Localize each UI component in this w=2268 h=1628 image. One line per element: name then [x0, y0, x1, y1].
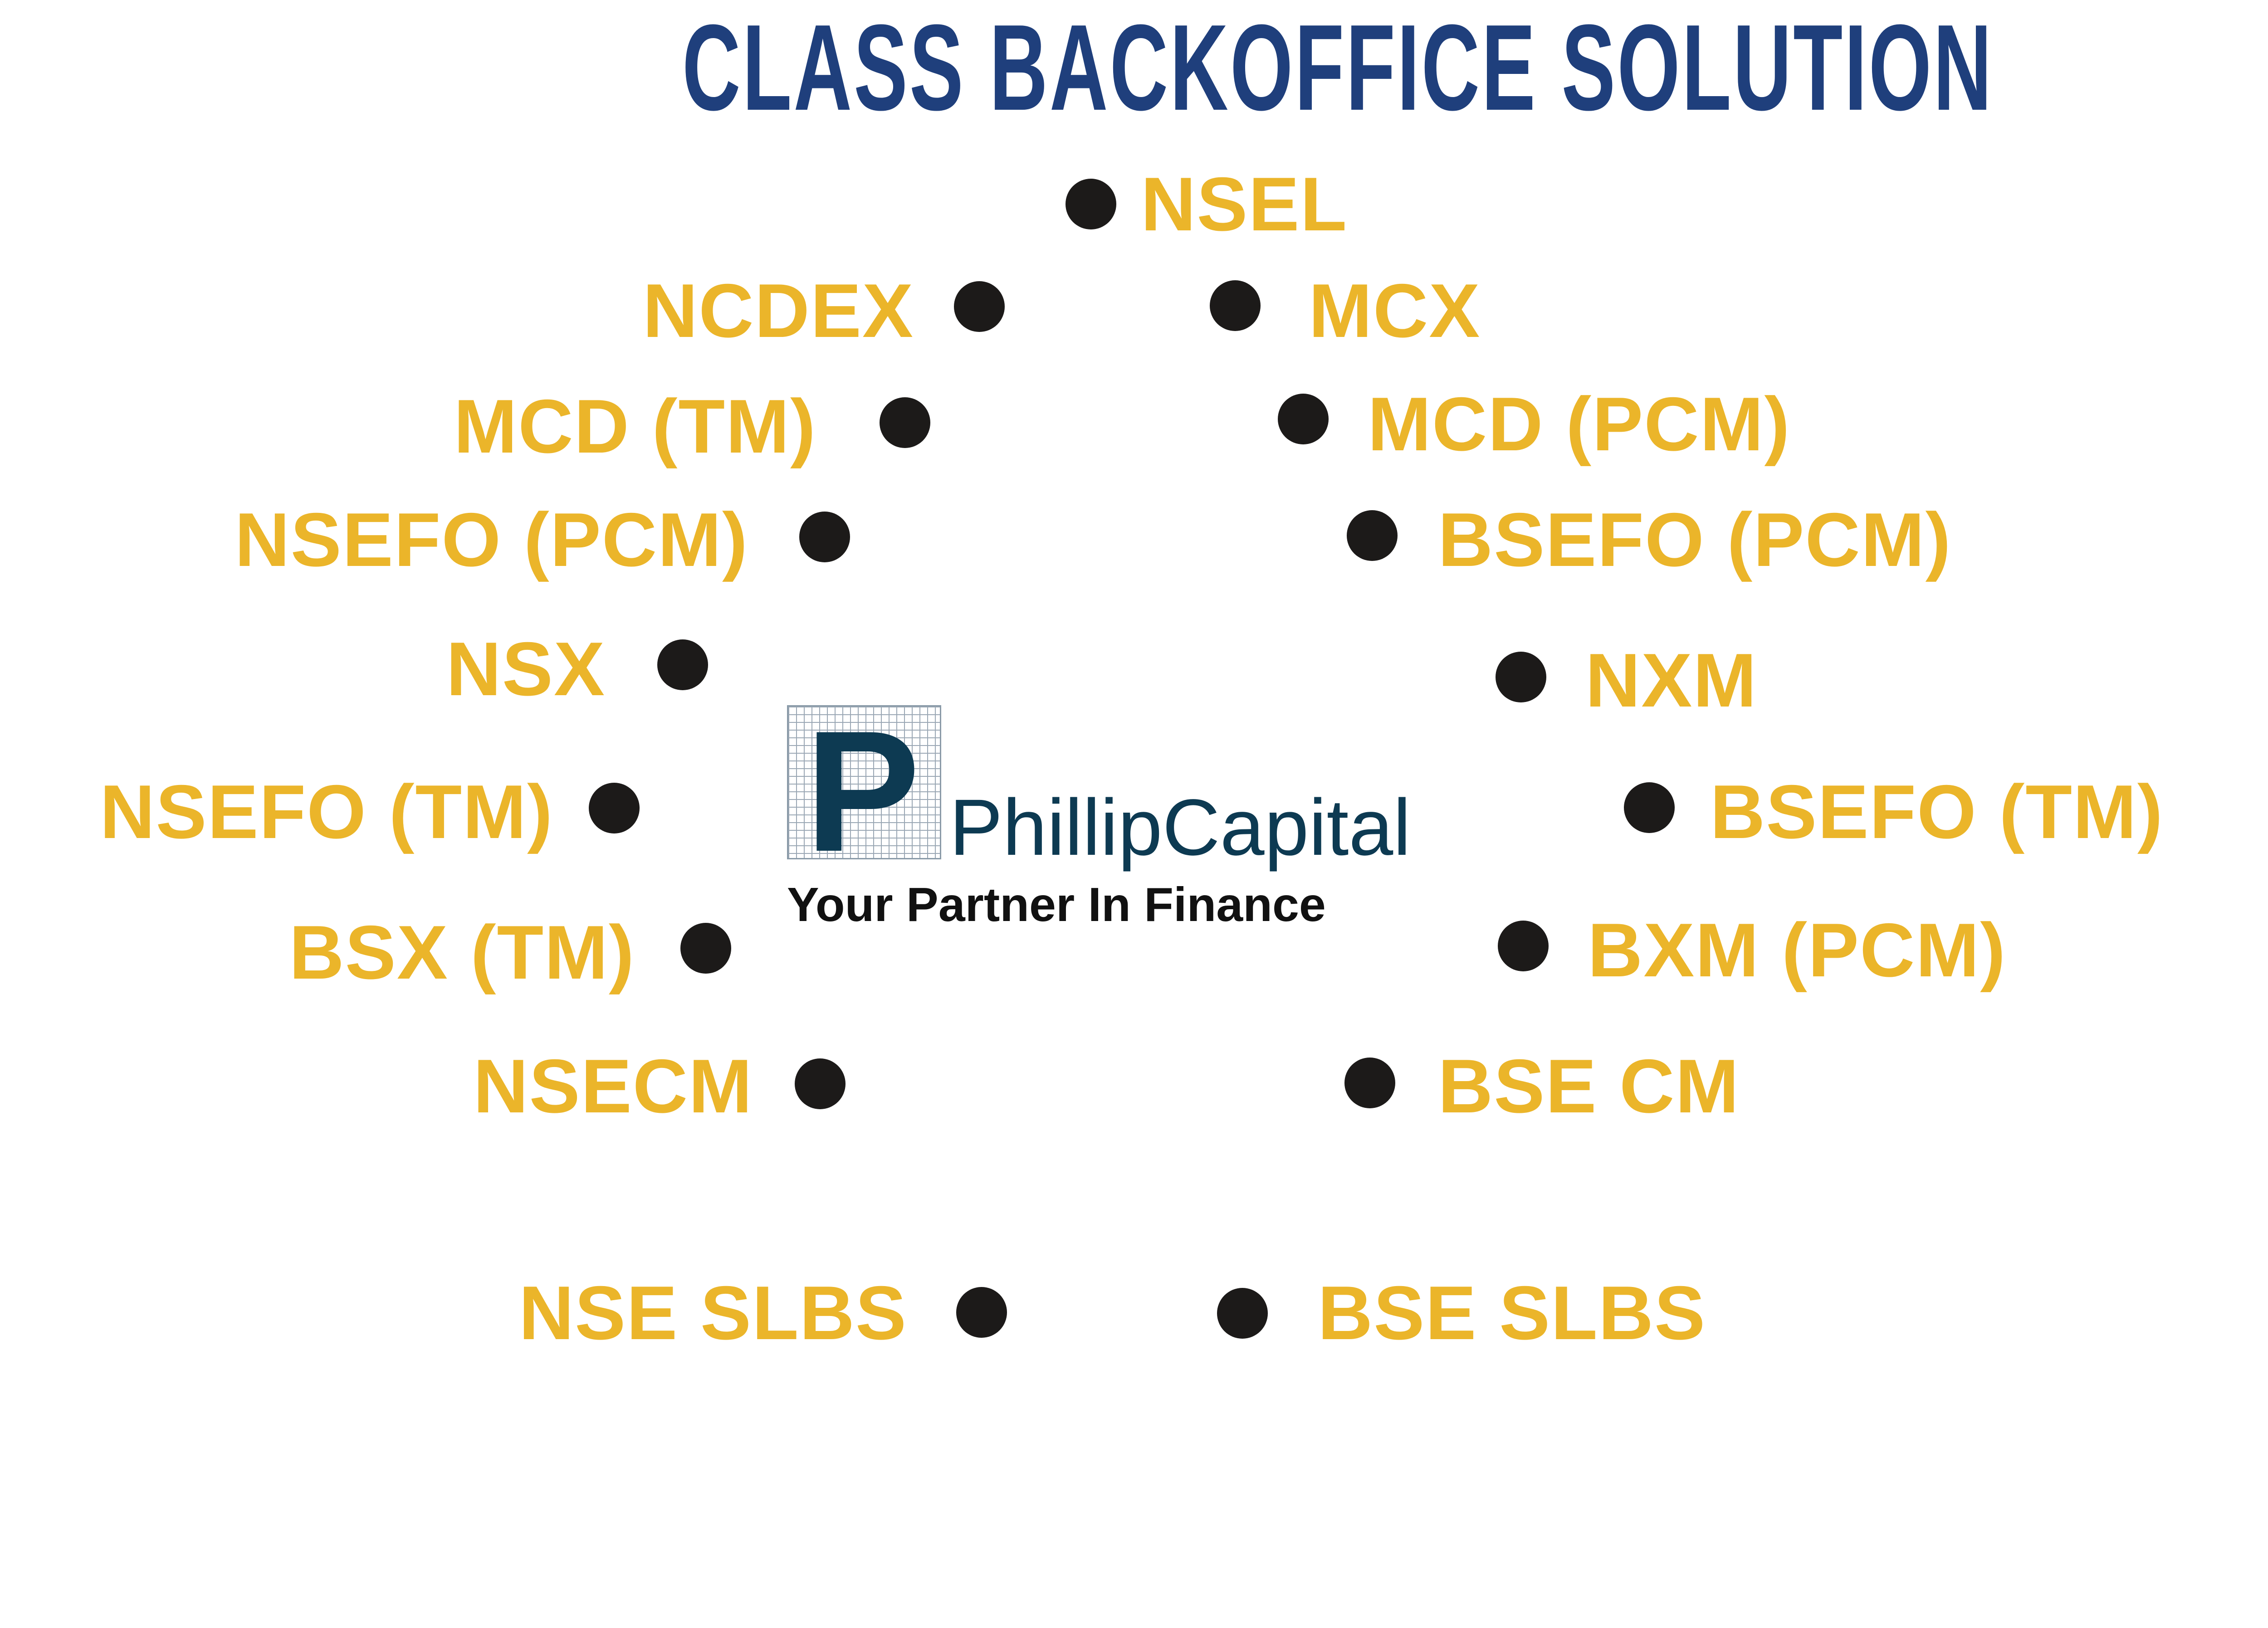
bullet-dot-bse-slbs — [1217, 1288, 1268, 1339]
bullet-dot-mcd-pcm — [1278, 394, 1329, 444]
exchange-label-ncdex: NCDEX — [642, 268, 914, 353]
logo-grid-mark — [787, 705, 941, 859]
bullet-dot-bsefo-pcm — [1347, 510, 1398, 561]
logo-letter: P — [805, 695, 920, 887]
exchange-label-nsefo-pcm: NSEFO (PCM) — [235, 497, 748, 582]
bullet-dot-bxm-pcm — [1498, 921, 1549, 971]
exchange-label-bse-slbs: BSE SLBS — [1318, 1270, 1706, 1355]
bullet-dot-bsefo-tm — [1624, 782, 1675, 833]
exchange-label-bsefo-pcm: BSEFO (PCM) — [1438, 497, 1952, 582]
logo-tagline: Your Partner In Finance — [787, 878, 1326, 931]
bullet-dot-ncdex — [954, 281, 1005, 332]
exchange-label-nse-slbs: NSE SLBS — [518, 1270, 907, 1355]
page-title: CLASS BACKOFFICE SOLUTION — [682, 0, 1994, 136]
bullet-dot-nsefo-tm — [589, 783, 640, 833]
exchange-label-nsefo-tm: NSEFO (TM) — [100, 769, 553, 854]
exchange-label-mcd-pcm: MCD (PCM) — [1368, 381, 1791, 467]
phillipcapital-logo: P PhillipCapital Your Partner In Finance — [787, 705, 1463, 941]
exchange-label-nsx: NSX — [446, 626, 606, 712]
exchange-label-bsefo-tm: BSEFO (TM) — [1710, 769, 2164, 854]
exchange-label-bse-cm: BSE CM — [1438, 1043, 1740, 1129]
bullet-dot-nse-slbs — [956, 1287, 1007, 1338]
bullet-dot-nsel — [1066, 179, 1116, 229]
exchange-label-nxm: NXM — [1585, 638, 1758, 723]
logo-company-name: PhillipCapital — [949, 783, 1411, 872]
exchange-label-mcx: MCX — [1309, 268, 1481, 353]
bullet-dot-bsx-tm — [680, 923, 731, 974]
exchange-label-mcd-tm: MCD (TM) — [454, 384, 816, 469]
exchange-label-bsx-tm: BSX (TM) — [289, 910, 635, 995]
bullet-dot-mcx — [1210, 280, 1261, 331]
exchange-label-nsecm: NSECM — [473, 1043, 753, 1129]
bullet-dot-nsx — [657, 639, 708, 690]
bullet-dot-nsecm — [795, 1058, 846, 1109]
bullet-dot-nxm — [1496, 652, 1546, 702]
bullet-dot-mcd-tm — [880, 397, 930, 448]
bullet-dot-bse-cm — [1344, 1058, 1395, 1108]
exchange-label-bxm-pcm: BXM (PCM) — [1588, 907, 2007, 993]
exchange-label-nsel: NSEL — [1141, 161, 1348, 247]
bullet-dot-nsefo-pcm — [799, 512, 850, 562]
